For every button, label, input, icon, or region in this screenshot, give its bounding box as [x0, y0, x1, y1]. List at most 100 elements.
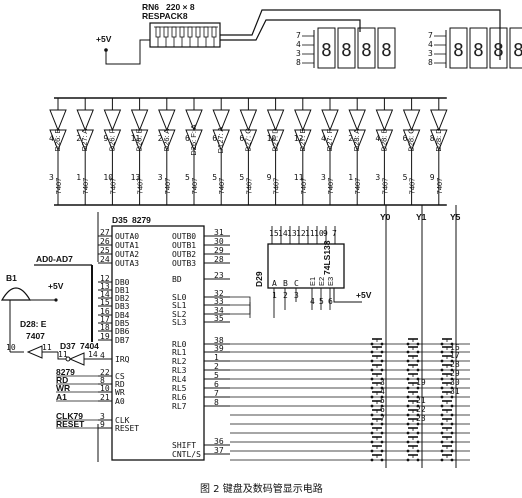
key-switch: [440, 391, 454, 399]
buffer-in-pin: 2: [158, 134, 163, 143]
controller-pin-number: 1: [214, 353, 219, 362]
decoder-pin: 12: [296, 229, 306, 238]
controller-pin-name: SL1: [172, 301, 187, 310]
seven-segment-digit: [509, 27, 522, 69]
controller-pin-number: 13: [100, 282, 110, 291]
controller-pin-number: 23: [214, 271, 224, 280]
buffer-chip: 7407: [163, 178, 172, 195]
buffer-in-pin: 2: [348, 134, 353, 143]
svg-text:14: 14: [88, 350, 98, 359]
buffer-out-pin: 9: [430, 173, 435, 182]
controller-pin-name: OUTA1: [115, 241, 139, 250]
key-switch: [370, 338, 384, 346]
decoder-enable: E1: [308, 277, 317, 286]
buffer-label: D26: F: [107, 128, 116, 151]
key-switch: [406, 382, 420, 390]
buffer-out-pin: 9: [267, 173, 272, 182]
display-pin: 8: [428, 58, 433, 67]
external-signal: WR: [56, 383, 70, 393]
display-pin: 3: [296, 49, 301, 58]
data-bus: AD0-AD7: [34, 254, 93, 342]
controller-pin-name: OUTA0: [115, 232, 139, 241]
buffer-label: D27: F: [325, 128, 334, 151]
controller-pin-number: 36: [214, 437, 224, 446]
decoder-pin: 7: [332, 229, 337, 238]
buffer-in-pin: 10: [267, 134, 277, 143]
controller-pin-number: 35: [214, 314, 224, 323]
controller-pin-number: 8: [100, 376, 105, 385]
decoder-pin: 14: [278, 229, 288, 238]
buffer-chip: 7407: [190, 178, 199, 195]
digit-glyph: 8: [513, 40, 522, 61]
controller-pin-number: 24: [100, 255, 110, 264]
buffer-label: D28: A: [352, 129, 361, 152]
buffer-out-pin: 5: [212, 173, 217, 182]
decoder-pin: 15: [269, 229, 279, 238]
key-switch: [440, 338, 454, 346]
buffer-in-pin: 4: [321, 134, 326, 143]
buffer-in-pin: 6: [185, 134, 190, 143]
controller-pin-name: RESET: [115, 424, 139, 433]
key-switch: [440, 427, 454, 435]
digit-glyph: 8: [453, 40, 464, 61]
digit-glyph: 8: [321, 40, 332, 61]
buffer-label: D27: D: [271, 128, 280, 152]
resistor: [203, 26, 209, 38]
controller-pin-name: RL2: [172, 357, 187, 366]
digit-glyph: 8: [473, 40, 484, 61]
digit-glyph: 8: [381, 40, 392, 61]
seven-segment-digit: [357, 27, 376, 69]
key-switch: [406, 436, 420, 444]
controller-pin-name: OUTA2: [115, 250, 139, 259]
controller-pin-name: OUTB0: [172, 232, 196, 241]
decoder-pin: 10: [314, 229, 324, 238]
buffer-out-pin: 10: [103, 173, 113, 182]
key-switch: [370, 436, 384, 444]
buffer-out-pin: 1: [76, 173, 81, 182]
resistor: [187, 26, 193, 38]
controller-pin-name: RD: [115, 380, 125, 389]
buffer-in-pin: 6: [239, 134, 244, 143]
key-switch: [406, 355, 420, 363]
controller-pin-name: CS: [115, 372, 125, 381]
controller-pin-name: RL1: [172, 348, 187, 357]
controller-pin-number: 28: [214, 255, 224, 264]
display-pin: 4: [428, 40, 433, 49]
buffer-label: D26: F: A: [189, 124, 198, 155]
controller-pin-name: DB2: [115, 294, 130, 303]
decoder-pin: 9: [323, 229, 328, 238]
resistor: [163, 26, 169, 38]
buffer-out-pin: 3: [158, 173, 163, 182]
key-number: 23: [416, 414, 426, 423]
display-pin: 3: [428, 49, 433, 58]
controller-pin-number: 12: [100, 274, 110, 283]
key-switch: [370, 418, 384, 426]
buffer-in-pin: 4: [375, 134, 380, 143]
key-number: 21: [416, 396, 426, 405]
key-switch: [406, 409, 420, 417]
controller-pin-name: OUTB1: [172, 241, 196, 250]
buffer-out-pin: 13: [131, 173, 141, 182]
decoder-pin: 13: [287, 229, 297, 238]
svg-text:10: 10: [6, 343, 16, 352]
buffer-chip: 7407: [299, 178, 308, 195]
seven-segment-digit: [449, 27, 468, 69]
key-switch: [370, 427, 384, 435]
svg-text:11: 11: [42, 343, 52, 352]
controller-pin-name: SL2: [172, 310, 187, 319]
key-switch: [370, 391, 384, 399]
key-switch: [406, 346, 420, 354]
key-switch: [440, 436, 454, 444]
bus-label: AD0-AD7: [36, 254, 73, 264]
controller-pin-name: RL4: [172, 375, 187, 384]
vcc-supply: +5V: [96, 34, 150, 65]
buzzer-name: B1: [6, 273, 17, 283]
display-pin: 8: [296, 58, 301, 67]
buffer-out-pin: 3: [375, 173, 380, 182]
